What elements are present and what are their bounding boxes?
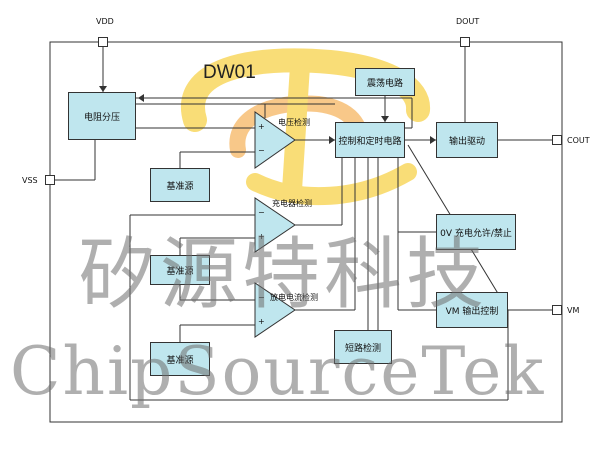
zero-v-charge-block: 0V 充电允许/禁止 <box>436 214 516 250</box>
chip-name: DW01 <box>203 62 256 83</box>
vm-pin <box>552 305 562 315</box>
comp2-plus: + <box>258 232 265 241</box>
charger-detect-label: 充电器检测 <box>272 199 312 208</box>
comp1-minus: − <box>258 146 265 155</box>
short-detect-block: 短路检测 <box>334 330 392 364</box>
vdd-label: VDD <box>96 17 114 26</box>
control-timer-block: 控制和定时电路 <box>335 122 405 158</box>
vdd-pin <box>98 37 108 47</box>
vss-pin <box>45 175 55 185</box>
reference-source-2: 基准源 <box>150 255 210 285</box>
comparators <box>254 111 296 338</box>
cout-label: COUT <box>567 136 590 145</box>
resistor-divider-block: 电阻分压 <box>68 92 136 140</box>
reference-source-3: 基准源 <box>150 342 210 376</box>
vm-output-control-block: VM 输出控制 <box>436 292 508 328</box>
discharge-comparator <box>254 282 296 338</box>
comp3-plus: + <box>258 317 265 326</box>
chip-outline <box>49 41 563 423</box>
vss-label: VSS <box>22 176 38 185</box>
watermark-english: ChipSourceTek <box>10 333 546 410</box>
dout-pin <box>460 37 470 47</box>
comp1-plus: + <box>258 122 265 131</box>
dout-label: DOUT <box>456 17 480 26</box>
arrowheads <box>99 86 436 144</box>
discharge-current-detect-label: 放电电流检测 <box>270 293 318 302</box>
vm-label: VM <box>567 306 580 315</box>
voltage-detect-label: 电压检测 <box>278 118 310 127</box>
voltage-comparator <box>254 111 296 169</box>
output-driver-block: 输出驱动 <box>436 122 498 158</box>
reference-source-1: 基准源 <box>150 168 210 202</box>
oscillator-block: 震荡电路 <box>355 68 415 96</box>
charger-comparator <box>254 197 296 253</box>
cout-pin <box>552 135 562 145</box>
watermark-chinese: 矽源特科技 <box>78 230 489 320</box>
comp2-minus: − <box>258 208 265 217</box>
comp3-minus: − <box>258 293 265 302</box>
